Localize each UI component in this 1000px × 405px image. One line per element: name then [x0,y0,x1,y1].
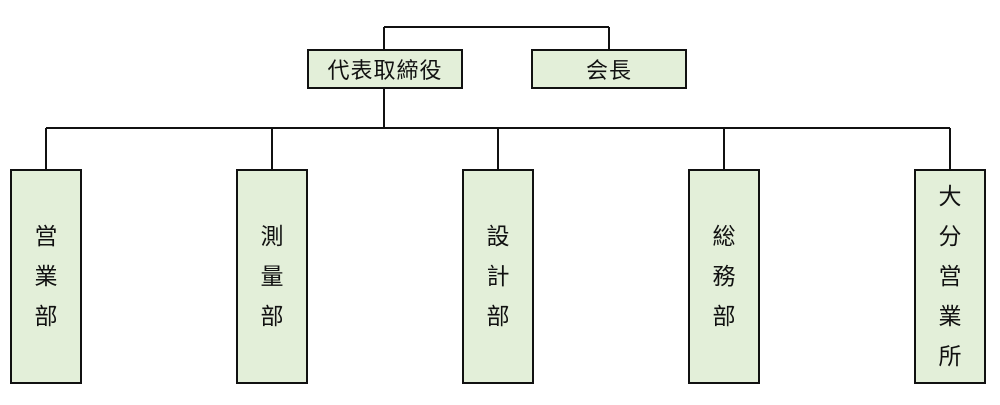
ceo-node: 代表取締役 [307,49,463,89]
department-node-design: 設計部 [462,169,534,384]
department-node-sales: 営業部 [10,169,82,384]
department-node-survey: 測量部 [236,169,308,384]
department-label-design: 設計部 [486,223,510,330]
department-node-oita-branch: 大分営業所 [914,169,986,384]
department-label-survey: 測量部 [260,223,284,330]
department-label-sales: 営業部 [34,223,58,330]
ceo-label: 代表取締役 [327,59,443,84]
chairman-label: 会長 [585,59,632,84]
department-node-general-affairs: 総務部 [688,169,760,384]
department-label-oita-branch: 大分営業所 [938,183,962,370]
department-label-general-affairs: 総務部 [712,223,736,330]
chairman-node: 会長 [531,49,687,89]
